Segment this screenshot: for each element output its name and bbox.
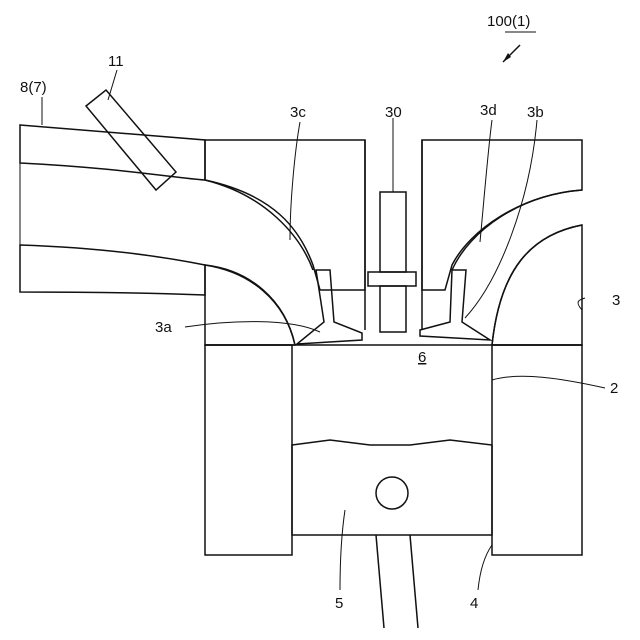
- exhaust-valve: [420, 270, 490, 340]
- label-injector: 11: [108, 53, 124, 70]
- label-cylinder-block: 4: [470, 595, 478, 612]
- intake-pipe-upper-wall: [20, 125, 205, 180]
- cylinder-head-left-lower: [205, 265, 295, 345]
- label-combustion-chamber: 6: [418, 349, 426, 366]
- intake-valve: [297, 270, 362, 344]
- spark-plug: [368, 192, 416, 332]
- label-intake-port: 3c: [290, 104, 306, 121]
- ref-label: 100(1): [487, 13, 530, 30]
- label-piston: 5: [335, 595, 343, 612]
- label-spark-plug: 30: [385, 104, 402, 121]
- label-intake-pipe: 8(7): [20, 79, 47, 96]
- label-exhaust-port: 3d: [480, 102, 497, 119]
- label-cylinder-head: 3: [612, 292, 620, 309]
- label-intake-valve: 3a: [155, 319, 172, 336]
- cylinder-head-right: [422, 140, 582, 290]
- label-cylinder: 2: [610, 380, 618, 397]
- piston: [292, 440, 492, 535]
- cylinder-block-left: [205, 345, 292, 555]
- cylinder-head-right-lower: [492, 225, 582, 345]
- label-exhaust-valve: 3b: [527, 104, 544, 121]
- cylinder-head-left: [205, 140, 365, 290]
- connecting-rod: [376, 535, 418, 628]
- intake-pipe-lower-wall: [20, 245, 205, 295]
